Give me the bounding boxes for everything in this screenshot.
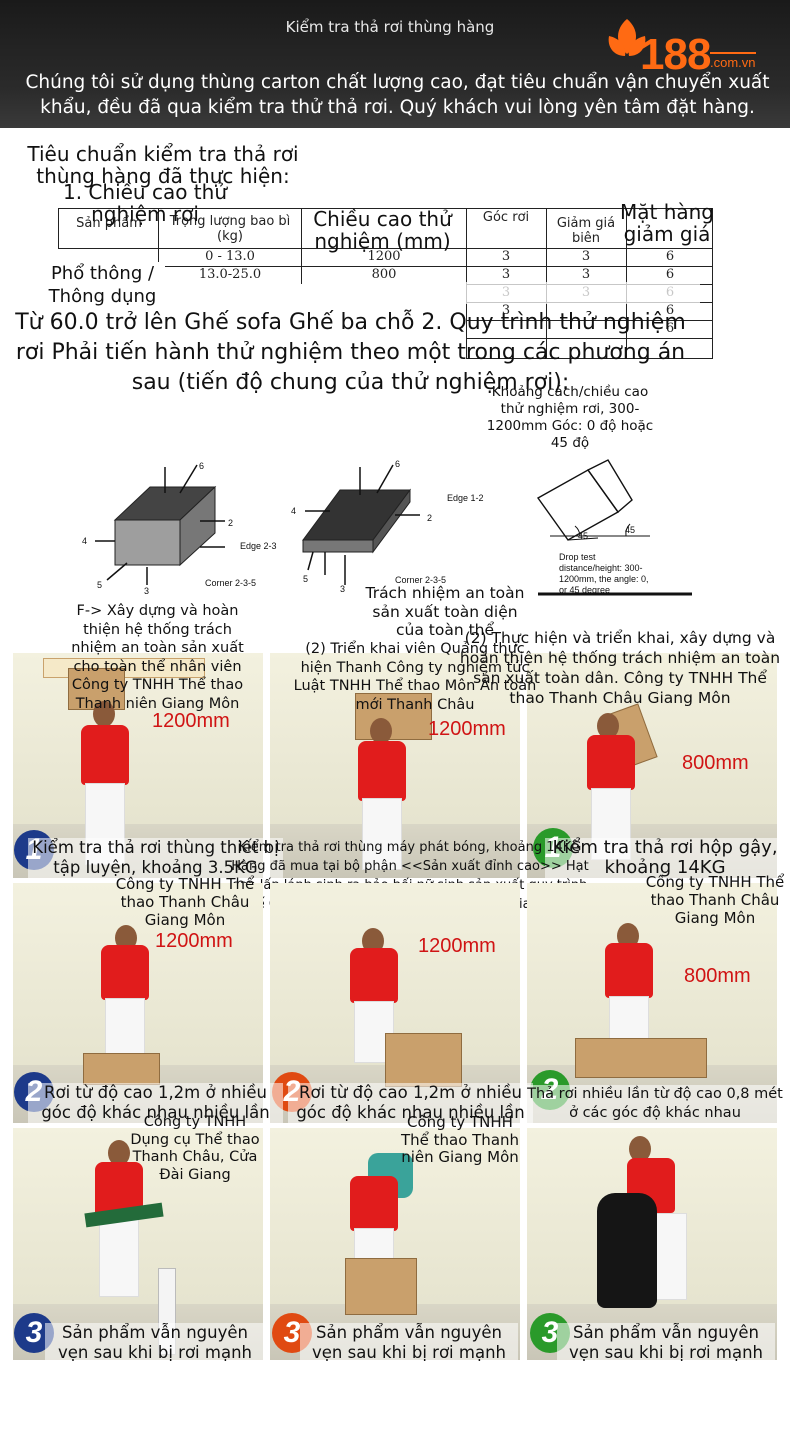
row-label-common: Phổ thông / Thông dụng: [40, 262, 165, 308]
logo-domain: .com.vn: [710, 52, 756, 70]
step-badge-3: 3: [530, 1313, 570, 1353]
table-line: [301, 208, 302, 284]
drop-test-table: Sản phẩm Trọng lượng bao bì (kg) Góc rơi…: [58, 208, 713, 359]
table-line: [158, 266, 713, 267]
caption-row3-right: Sản phẩm vẫn nguyên vẹn sau khi bị rơi m…: [557, 1323, 775, 1363]
height-label: 1200mm: [155, 930, 233, 952]
caption-row2-left: Rơi từ độ cao 1,2m ở nhiều góc độ khác n…: [28, 1083, 283, 1123]
table-line: [58, 208, 59, 248]
company-overlay-a: Công ty TNHH Thể thao Thanh Châu Giang M…: [115, 875, 255, 929]
box-drop-diagram-1: [95, 464, 225, 585]
diagram-label: 6: [395, 459, 401, 469]
lotus-logo-icon: [608, 19, 646, 56]
table-cell: 3: [581, 267, 591, 282]
edge-label: Edge 2-3: [240, 541, 277, 551]
table-cell: 3: [501, 303, 511, 318]
diagram-label: 4: [82, 536, 88, 546]
table-line: [58, 248, 713, 249]
table-cell: 1200: [367, 249, 401, 264]
overlay-text-mid: (2) Triển khai viên Quảng thực hiện Than…: [293, 641, 537, 713]
edge-label: Edge 1-2: [447, 493, 484, 503]
table-cell: 3: [501, 249, 511, 264]
overlay-text-mid-top: Trách nhiệm an toàn sản xuất toàn diện c…: [365, 584, 525, 639]
company-overlay-d: Công ty TNHH Thể thao Thanh niên Giang M…: [400, 1113, 520, 1166]
diagram-label: 2: [228, 518, 234, 528]
section-1-title: 1. Chiều cao thử nghiệm rơi: [62, 180, 227, 226]
column-reduce-label: Mặt hàng giảm giá: [619, 200, 714, 246]
height-label: 800mm: [682, 752, 749, 774]
overlay-text-left: F-> Xây dựng và hoàn thiện hệ thống trác…: [71, 603, 244, 712]
table-line: [158, 208, 159, 284]
angle-label: 45: [625, 525, 636, 535]
table-header-corner: Góc rơi: [482, 210, 530, 225]
table-cell: 6: [665, 321, 675, 336]
height-label: 800mm: [684, 965, 751, 987]
box-drop-diagram-2: [302, 464, 420, 585]
faded-overlay: [450, 282, 700, 304]
caption-row1-right: Kiểm tra thả rơi hộp gậy, khoảng 14KG: [545, 838, 785, 878]
table-cell: 13.0-25.0: [198, 267, 262, 282]
diagram-label: 3: [340, 584, 346, 594]
caption-row3-mid: Sản phẩm vẫn nguyên vẹn sau khi bị rơi m…: [300, 1323, 518, 1363]
angle-label: 45: [578, 531, 589, 541]
caption-row1-left: Kiểm tra thả rơi thùng thiết bị tập luyệ…: [28, 838, 283, 878]
procedure-text: Từ 60.0 trở lên Ghế sofa Ghế ba chỗ 2. Q…: [15, 310, 686, 395]
table-line: [58, 208, 713, 209]
table-cell: 6: [665, 267, 675, 282]
table-header-edge: Giảm giá biên: [556, 216, 616, 246]
corner-label: Corner 2-3-5: [205, 578, 257, 588]
table-cell: 6: [665, 249, 675, 264]
height-label: 1200mm: [418, 935, 496, 957]
table-cell: 3: [501, 267, 511, 282]
table-line: [466, 358, 713, 359]
diagram-label: 6: [199, 461, 205, 471]
table-line: [712, 208, 713, 358]
drop-note: Drop test distance/height: 300-1200mm, t…: [559, 552, 649, 595]
column-height-label: Chiều cao thử nghiệm (mm): [313, 207, 452, 253]
procedure-note: Khoảng cách/chiều cao thử nghiệm rơi, 30…: [486, 384, 654, 451]
diagram-label: 3: [144, 586, 150, 596]
table-header-weight: Trọng lượng bao bì (kg): [169, 214, 291, 244]
overlay-text-right: (2) Thực hiện và triển khai, xây dựng và…: [459, 629, 781, 707]
table-line: [466, 338, 713, 339]
photo-drop-test-2: [270, 653, 520, 878]
intro-text: Chúng tôi sử dụng thùng carton chất lượn…: [25, 72, 770, 118]
table-cell: 0 - 13.0: [205, 249, 255, 264]
angled-drop-diagram: [536, 459, 692, 596]
table-cell: 6: [665, 303, 675, 318]
table-cell: 3: [581, 249, 591, 264]
diagram-label: 2: [427, 513, 433, 523]
height-label: 1200mm: [152, 710, 230, 732]
table-cell: 800: [371, 267, 397, 282]
corner-label: Corner 2-3-5: [395, 575, 447, 585]
height-label: 1200mm: [428, 718, 506, 740]
diagram-label: 4: [291, 506, 297, 516]
photo-intact-2: [270, 1128, 520, 1360]
table-header-product: Sản phẩm: [76, 216, 142, 231]
company-overlay-c: Công ty TNHH Dụng cụ Thể thao Thanh Châu…: [130, 1114, 260, 1183]
standards-title: Tiêu chuẩn kiểm tra thả rơi thùng hàng đ…: [27, 142, 299, 188]
caption-row2-mid: Rơi từ độ cao 1,2m ở nhiều góc độ khác n…: [288, 1083, 533, 1123]
header-banner: [0, 0, 790, 128]
page-title: Kiểm tra thả rơi thùng hàng: [285, 18, 495, 36]
table-line: [466, 320, 713, 321]
diagram-label: 5: [303, 574, 309, 584]
caption-row3-left: Sản phẩm vẫn nguyên vẹn sau khi bị rơi m…: [45, 1323, 265, 1363]
company-overlay-b: Công ty TNHH Thể thao Thanh Châu Giang M…: [645, 873, 785, 927]
caption-row2-right: Thả rơi nhiều lần từ độ cao 0,8 mét ở cá…: [525, 1085, 785, 1123]
logo-number: 188: [640, 30, 711, 79]
diagram-label: 5: [97, 580, 103, 590]
